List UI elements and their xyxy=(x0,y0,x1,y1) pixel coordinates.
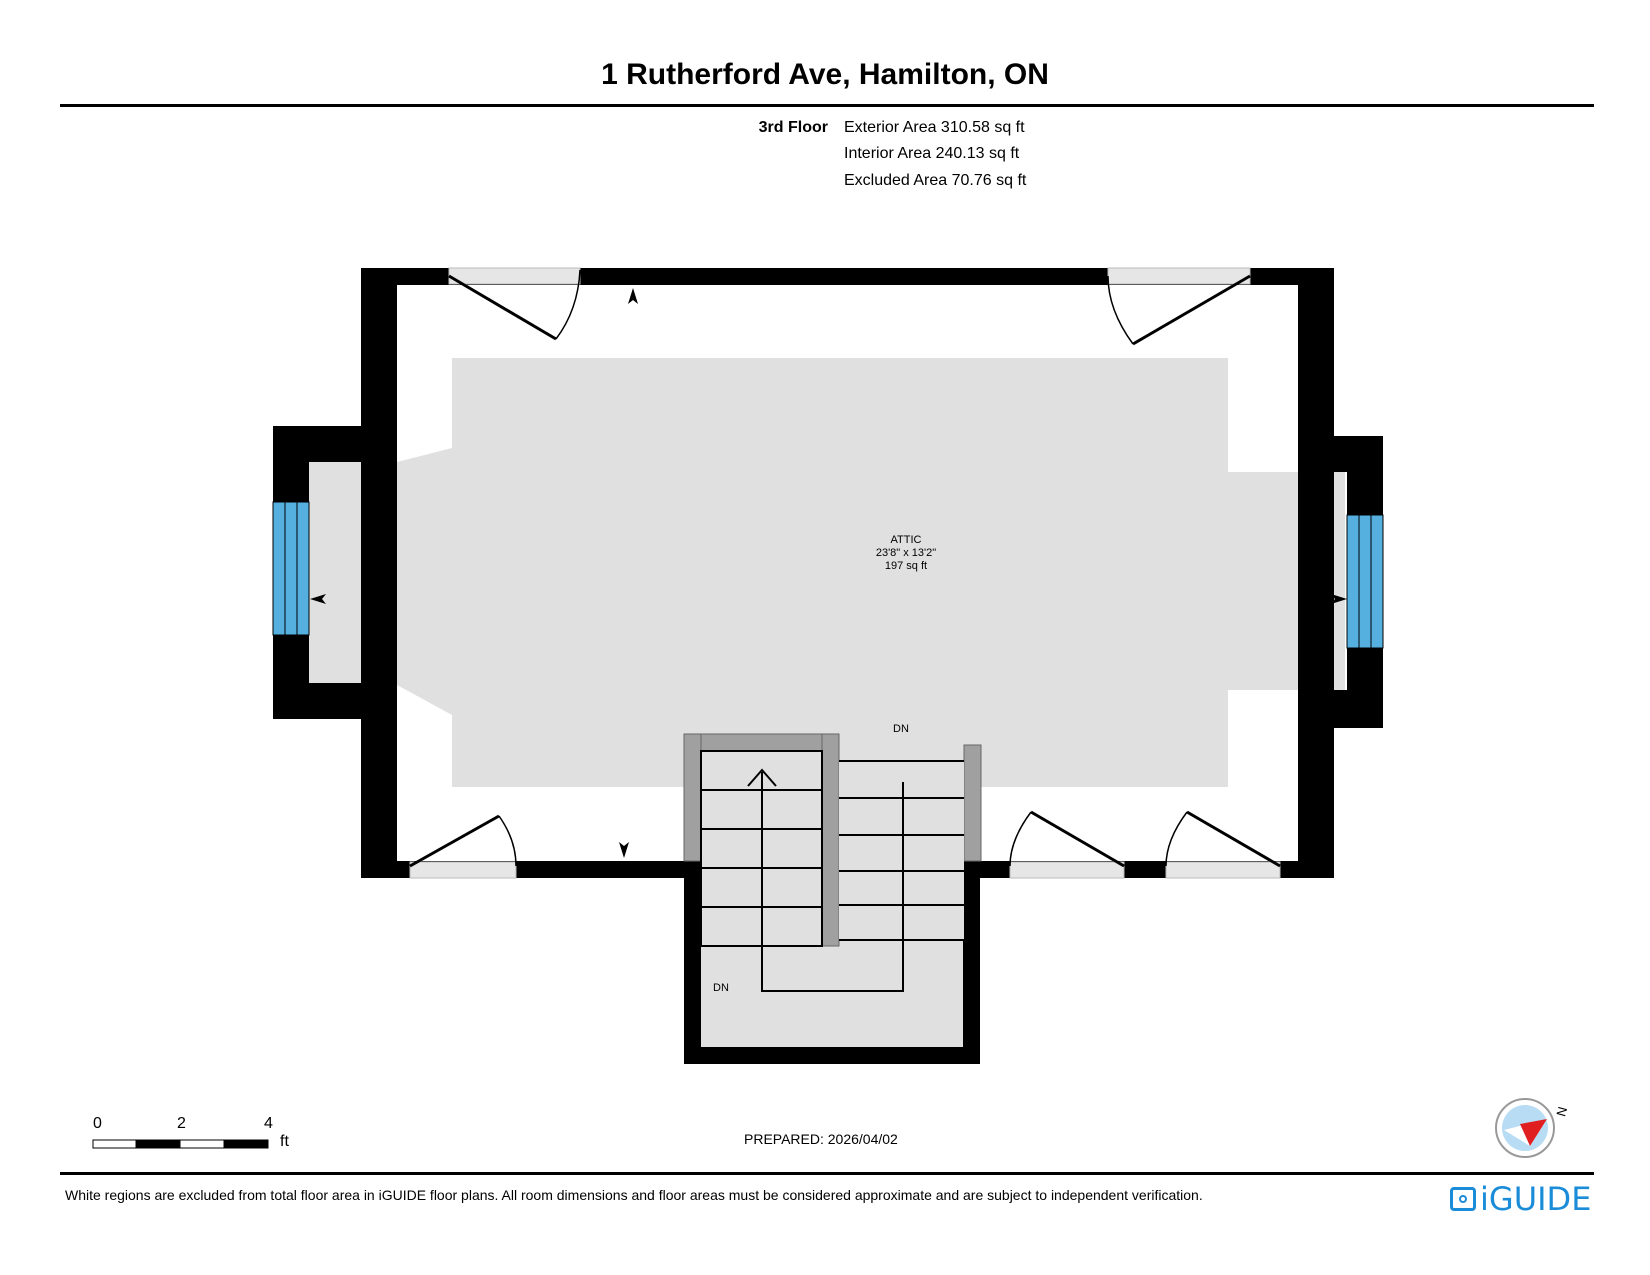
iguide-logo-icon xyxy=(1450,1187,1476,1211)
compass-icon xyxy=(1495,1098,1555,1158)
door-swings xyxy=(409,269,1281,868)
door-openings xyxy=(409,267,1281,879)
floor-label: 3rd Floor xyxy=(758,119,828,136)
stair-down-label: DN xyxy=(713,982,729,994)
room-area: 197 sq ft xyxy=(884,560,928,572)
footer-rule xyxy=(60,1172,1594,1175)
attic-label: ATTIC 23'8" x 13'2" 197 sq ft xyxy=(836,534,976,573)
room-dimensions: 23'8" x 13'2" xyxy=(875,547,937,559)
stair-down-label: DN xyxy=(893,723,909,735)
attic-floor xyxy=(308,358,1345,787)
view-arrows xyxy=(310,288,1347,858)
windows xyxy=(272,501,1384,649)
scale-unit: ft xyxy=(280,1133,289,1150)
staircase xyxy=(683,733,982,992)
exterior-area: Exterior Area 310.58 sq ft xyxy=(844,119,1025,136)
excluded-area: Excluded Area 70.76 sq ft xyxy=(844,172,1027,189)
iguide-logo: iGUIDE xyxy=(1450,1180,1591,1218)
brand-name: iGUIDE xyxy=(1480,1180,1592,1218)
room-name: ATTIC xyxy=(890,534,922,546)
interior-area: Interior Area 240.13 sq ft xyxy=(844,145,1020,162)
disclaimer: White regions are excluded from total fl… xyxy=(65,1187,1203,1203)
prepared-date: PREPARED: 2026/04/02 xyxy=(744,1131,898,1147)
scale-tick: 2 xyxy=(177,1115,186,1132)
scale-tick: 0 xyxy=(93,1115,102,1132)
header-rule xyxy=(60,104,1594,107)
scale-bar-graphic xyxy=(92,1139,269,1149)
scale-tick: 4 xyxy=(264,1115,273,1132)
property-address: 1 Rutherford Ave, Hamilton, ON xyxy=(601,58,1049,91)
